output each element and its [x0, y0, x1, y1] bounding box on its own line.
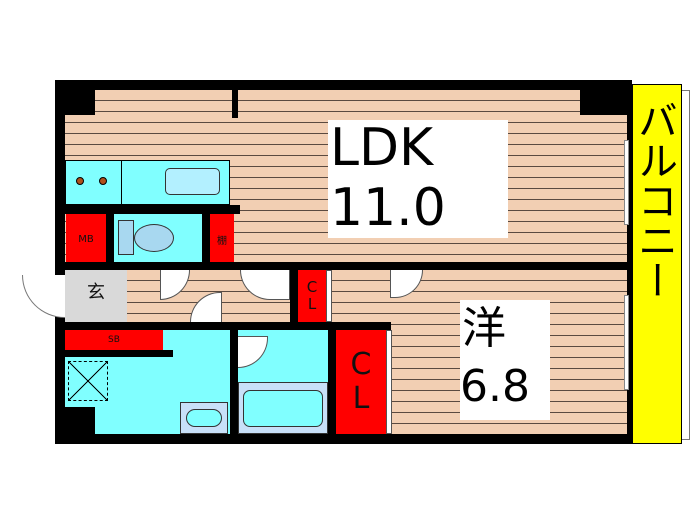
window: [624, 295, 629, 390]
stove-burner-icon: [99, 177, 107, 185]
pillar: [580, 90, 627, 115]
shoe-box-overlay: SB: [65, 330, 163, 350]
shoe-box-label: SB: [108, 335, 120, 345]
washroom-notch: [65, 350, 173, 357]
bathtub-icon: [243, 390, 323, 427]
shelf: 棚: [210, 214, 234, 264]
kitchen-divider: [121, 160, 122, 205]
pillar: [232, 90, 238, 118]
closet-door[interactable]: [326, 270, 332, 322]
closet-large: C L: [336, 330, 386, 434]
closet-small: C L: [298, 270, 326, 322]
meter-box: MB: [66, 214, 106, 264]
entrance-door[interactable]: [22, 275, 65, 318]
balcony-label: バルコニー: [631, 100, 677, 300]
washbasin-bowl-icon: [186, 409, 222, 427]
toilet-bowl-icon: [134, 224, 174, 252]
ldk-label: LDK: [330, 118, 434, 178]
bath-wall: [230, 330, 238, 434]
closet-wall: [328, 322, 336, 434]
stove-burner-icon: [76, 177, 84, 185]
closet-large-label-1: C: [350, 347, 372, 382]
western-room-label-box: [460, 300, 550, 420]
pillar: [65, 90, 95, 115]
closet-large-label-2: L: [352, 381, 370, 416]
shelf-label: 棚: [217, 235, 227, 247]
toilet-wall: [202, 214, 210, 264]
closet-large-door[interactable]: [386, 330, 392, 434]
pillar: [65, 407, 95, 434]
interior-wall: [55, 262, 632, 270]
ldk-size: 11.0: [330, 178, 446, 238]
toilet-tank-icon: [118, 220, 134, 255]
interior-wall: [55, 322, 391, 330]
entrance-label: 玄: [87, 282, 105, 303]
closet-small-label-2: L: [307, 295, 317, 313]
western-room-size: 6.8: [460, 361, 530, 412]
sink-icon: [165, 168, 220, 195]
balcony: [632, 84, 682, 444]
closet-wall: [290, 262, 298, 322]
closet-small-label-1: C: [306, 278, 318, 296]
window: [624, 140, 629, 225]
ldk-label-box: [328, 120, 508, 238]
western-room-label: 洋: [462, 303, 506, 354]
toilet-wall: [106, 214, 114, 264]
entrance: 玄: [65, 270, 127, 322]
washing-machine-pan-icon: [68, 361, 108, 401]
kitchen-wall: [65, 205, 240, 214]
meter-box-label: MB: [78, 233, 94, 245]
